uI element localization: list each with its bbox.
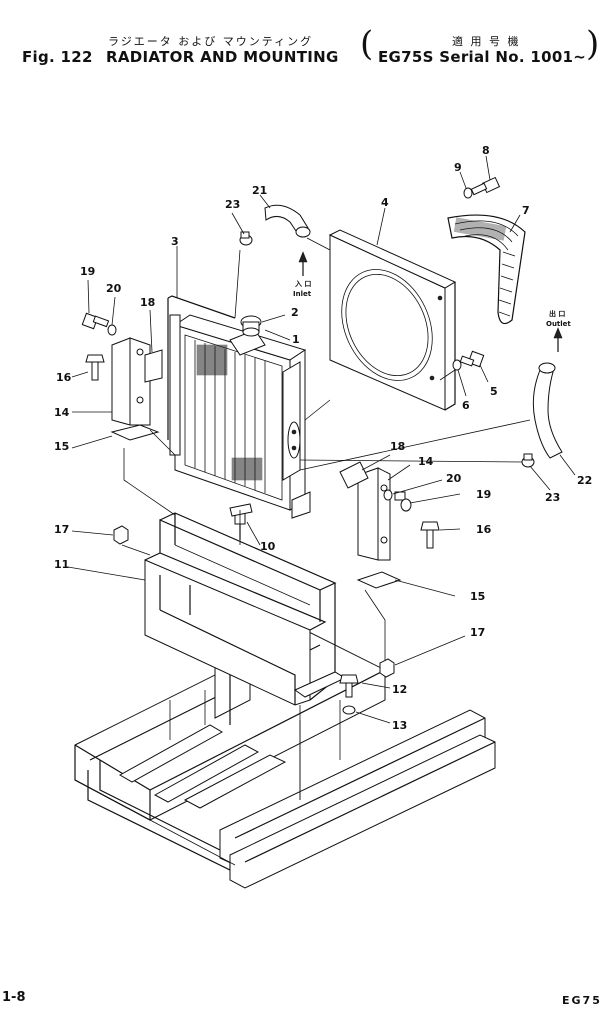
callout-18-right: 18 (390, 440, 405, 453)
figure-title: RADIATOR AND MOUNTING (106, 48, 339, 66)
callout-8: 8 (482, 144, 490, 157)
callout-5: 5 (490, 385, 498, 398)
nut-17-left (113, 525, 129, 545)
callout-numbers: 1 2 3 4 5 6 7 8 9 10 11 12 13 14 14 15 1… (54, 144, 592, 732)
inlet-label: Inlet (293, 290, 312, 298)
assembly-lines (121, 237, 531, 800)
clamp-23-upper (239, 231, 253, 246)
callout-13: 13 (392, 719, 407, 732)
inlet-arrow (298, 251, 308, 276)
plate-18-left (144, 349, 163, 383)
lower-hose-22 (532, 362, 563, 459)
callout-18-left: 18 (140, 296, 155, 309)
callout-21: 21 (252, 184, 267, 197)
radiator-cap (240, 315, 262, 337)
bolt-16-left (85, 354, 105, 381)
callout-15-right: 15 (470, 590, 485, 603)
washer-13 (342, 705, 356, 715)
callout-7: 7 (522, 204, 530, 217)
outlet-label: Outlet (546, 320, 571, 328)
figure-label: Fig. 122 (22, 48, 93, 66)
callout-14-left: 14 (54, 406, 70, 419)
outlet-arrow (553, 327, 563, 352)
applicable-label-jp: 適 用 号 機 (452, 35, 521, 48)
bolt-8 (463, 176, 501, 199)
callout-11: 11 (54, 558, 69, 571)
japanese-title: ラジエータ および マウンティング (108, 35, 314, 48)
callout-16-right: 16 (476, 523, 492, 536)
bracket-14-right (357, 467, 391, 561)
mounting-frame-11 (144, 512, 347, 706)
nut-17-right (379, 658, 395, 678)
plate-18-right (339, 461, 369, 489)
fan-shroud (328, 229, 457, 411)
outlet-label-jp: 出 口 (549, 309, 565, 318)
callout-12: 12 (392, 683, 407, 696)
model-code: EG75 (562, 994, 602, 1007)
callout-23-lower: 23 (545, 491, 560, 504)
overflow-tube (167, 295, 236, 440)
callout-20-left: 20 (106, 282, 122, 295)
callout-14-right: 14 (418, 455, 434, 468)
page-number: 1-8 (2, 990, 26, 1005)
callout-17-right: 17 (470, 626, 485, 639)
serial-number: EG75S Serial No. 1001~ (378, 48, 587, 66)
shim-15-left (110, 424, 160, 441)
callout-17-left: 17 (54, 523, 69, 536)
callout-3: 3 (171, 235, 179, 248)
callout-20-right: 20 (446, 472, 462, 485)
radiator-core (169, 314, 311, 519)
core-fins (194, 340, 266, 493)
upper-hose-21 (264, 204, 311, 238)
callout-16-left: 16 (56, 371, 72, 384)
callout-6: 6 (462, 399, 470, 412)
clamp-23-lower (521, 453, 535, 468)
bracket-14-left (111, 337, 151, 426)
bolt-16-right (420, 521, 440, 549)
fan-guard (447, 214, 526, 325)
left-paren: ( (360, 24, 374, 64)
inlet-label-jp: 入 口 (294, 280, 311, 288)
callout-19-right: 19 (476, 488, 491, 501)
callout-19-left: 19 (80, 265, 95, 278)
callout-2: 2 (291, 306, 299, 319)
shim-15-right (356, 571, 402, 589)
callout-23-upper: 23 (225, 198, 240, 211)
callout-leaders (67, 155, 576, 724)
bolt-19-left (81, 312, 117, 336)
callout-15-left: 15 (54, 440, 69, 453)
drain-valve (229, 503, 253, 540)
callout-1: 1 (292, 333, 300, 346)
callout-4: 4 (381, 196, 389, 209)
callout-22: 22 (577, 474, 592, 487)
callout-9: 9 (454, 161, 462, 174)
bolt-5 (452, 350, 485, 371)
right-paren: ) (586, 24, 600, 64)
callout-10: 10 (260, 540, 276, 553)
bolt-12 (339, 674, 359, 698)
